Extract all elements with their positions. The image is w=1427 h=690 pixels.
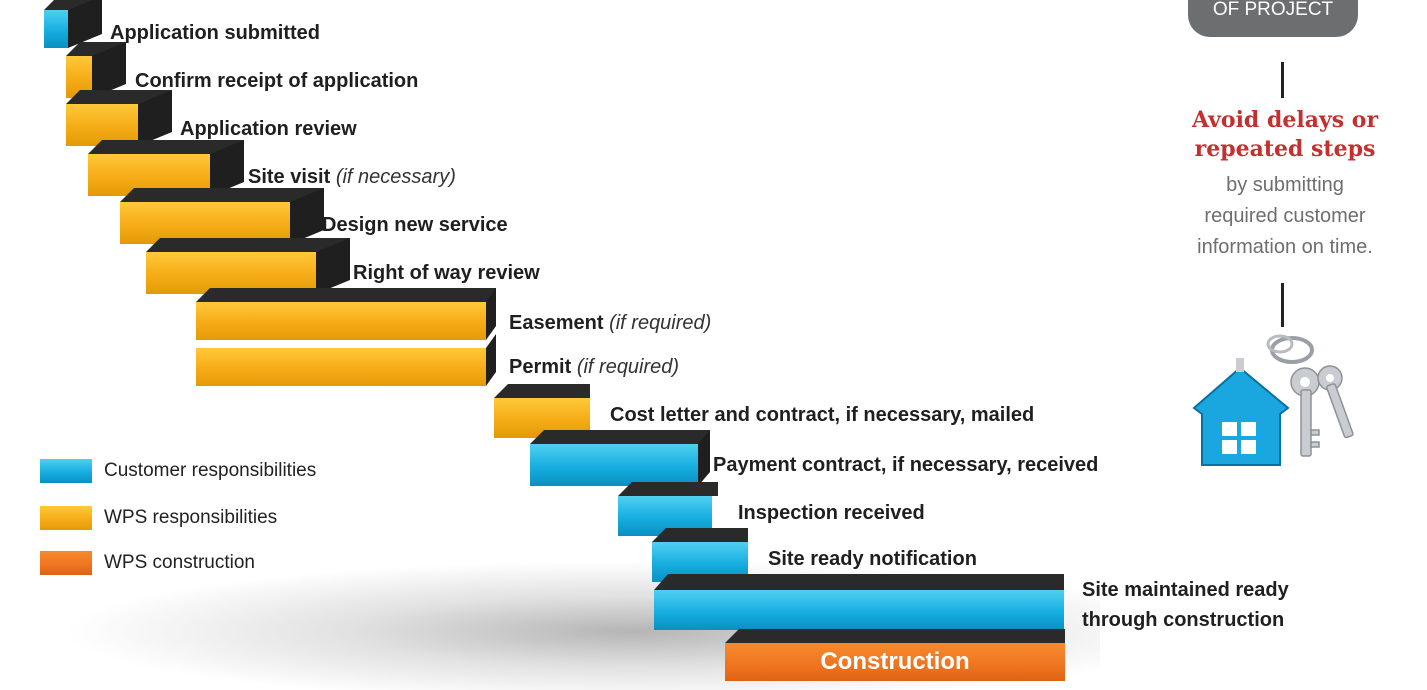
legend-label: Customer responsibilities <box>104 460 317 481</box>
step-label: Application review <box>180 118 357 140</box>
legend-swatch <box>40 506 92 530</box>
connector-line <box>1281 283 1284 327</box>
step-label: Site ready notification <box>768 548 977 570</box>
legend-item-construction: WPS construction <box>40 551 255 575</box>
step-label: Confirm receipt of application <box>135 70 419 92</box>
construction-label: Construction <box>820 648 970 675</box>
step-label: Site visit (if necessary) <box>248 166 456 188</box>
step-label: Right of way review <box>353 262 540 284</box>
step-payment-contract <box>530 430 710 486</box>
avoid-heading: Avoid delays or repeated steps <box>1191 107 1379 162</box>
step-label: Easement (if required) <box>509 312 712 334</box>
step-application-review <box>66 90 172 146</box>
step-design-new-service <box>120 188 324 244</box>
step-permit <box>196 348 486 386</box>
step-construction <box>725 629 1065 681</box>
step-easement <box>196 288 496 340</box>
step-label: Design new service <box>322 214 508 236</box>
connector-line <box>1281 62 1284 98</box>
step-label: Permit (if required) <box>509 356 680 378</box>
project-pill: OF PROJECT <box>1188 0 1358 37</box>
legend-swatch <box>40 551 92 575</box>
step-application-submitted <box>44 0 102 48</box>
step-site-maintained <box>654 574 1064 630</box>
step-label: Inspection received <box>738 502 925 524</box>
step-label: Application submitted <box>110 22 320 44</box>
legend-item-wps: WPS responsibilities <box>40 506 277 530</box>
legend-swatch <box>40 459 92 483</box>
legend-label: WPS responsibilities <box>104 507 278 528</box>
step-label: Cost letter and contract, if necessary, … <box>610 404 1035 426</box>
step-right-of-way-review <box>146 238 350 294</box>
house-keys-icon <box>1180 330 1370 485</box>
submit-info: by submitting required customer informat… <box>1197 174 1373 258</box>
step-label: Payment contract, if necessary, received <box>713 454 1099 476</box>
legend-label: WPS construction <box>104 552 255 573</box>
legend-item-customer: Customer responsibilities <box>40 459 316 483</box>
